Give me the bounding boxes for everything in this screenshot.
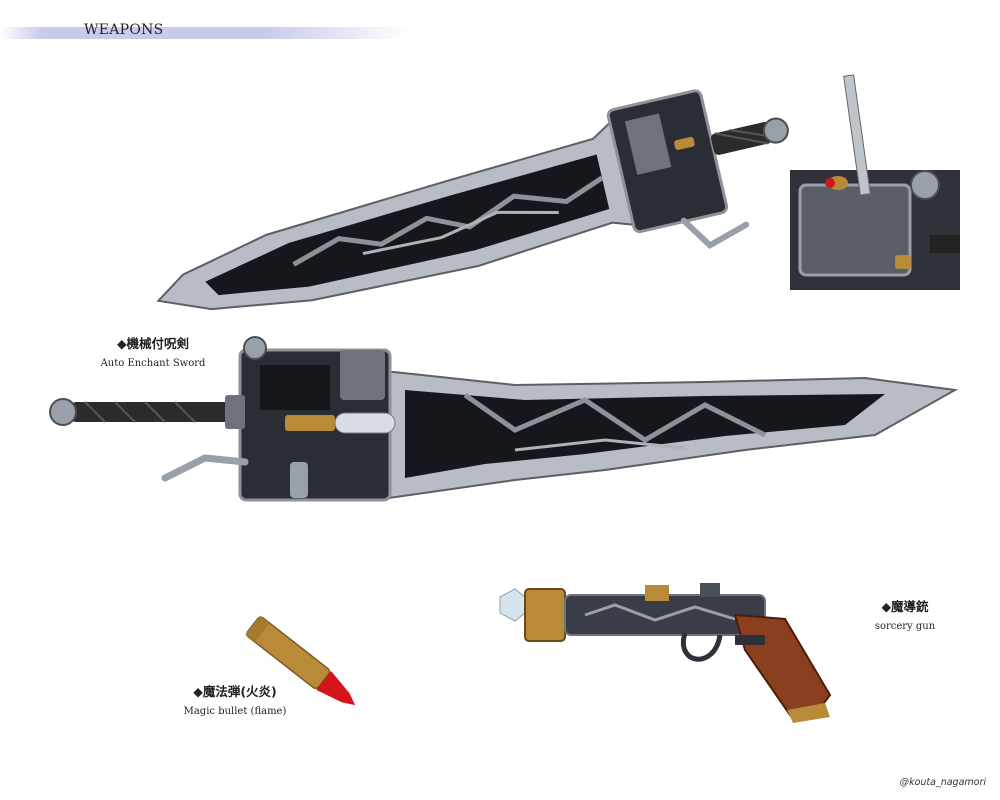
- gun-label: ◆魔導銃 sorcery gun: [845, 596, 965, 632]
- sword-name-en: Auto Enchant Sword: [100, 358, 206, 369]
- bullet-illustration: [245, 615, 356, 706]
- bullet-label: ◆魔法弾(火炎) Magic bullet (flame): [150, 681, 320, 717]
- artist-credit: @kouta_nagamori: [899, 777, 986, 788]
- header-bar: [0, 27, 410, 39]
- sword-illustration-main: [49, 336, 959, 502]
- gun-name-jp: ◆魔導銃: [881, 599, 929, 614]
- bullet-name-en: Magic bullet (flame): [183, 706, 287, 717]
- sword-label: ◆機械付呪剣 Auto Enchant Sword: [78, 333, 228, 369]
- sword-illustration-top: [156, 89, 789, 311]
- gun-name-en: sorcery gun: [874, 621, 936, 632]
- page-title: WEAPONS: [84, 22, 164, 38]
- sword-name-jp: ◆機械付呪剣: [116, 336, 190, 351]
- bullet-name-jp: ◆魔法弾(火炎): [193, 684, 277, 699]
- mechanism-detail-inset: [790, 74, 960, 290]
- gun-illustration: [499, 583, 832, 723]
